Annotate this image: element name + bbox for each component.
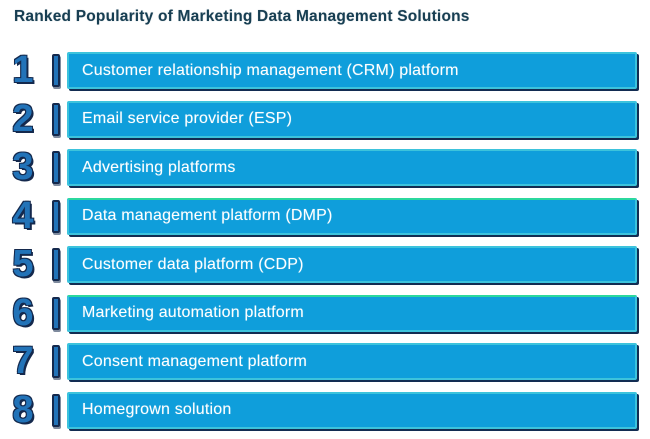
chart-title: Ranked Popularity of Marketing Data Mana… [14, 8, 470, 25]
rank-number: 5 [12, 243, 34, 285]
solution-label: Consent management platform [82, 352, 308, 370]
rank-row: 2 Email service provider (ESP) [0, 97, 650, 140]
rank-tick-bar [52, 393, 60, 427]
rank-number: 7 [12, 340, 34, 382]
solution-bar: Consent management platform [67, 343, 637, 380]
rank-number: 4 [12, 194, 34, 237]
rank-row: 6 Marketing automation platform [0, 291, 650, 334]
rank-row: 5 Customer data platform (CDP) [0, 243, 650, 285]
rank-row: 1 Customer relationship management (CRM)… [0, 49, 650, 91]
solution-bar: Data management platform (DMP) [67, 197, 637, 235]
rank-number: 1 [12, 49, 34, 91]
solution-bar: Homegrown solution [67, 391, 637, 429]
rank-number: 6 [12, 291, 34, 334]
rank-tick-bar [52, 199, 60, 233]
solution-bar: Marketing automation platform [67, 294, 637, 332]
rank-tick-bar [52, 102, 60, 136]
rank-row: 4 Data management platform (DMP) [0, 194, 650, 237]
ranked-rows-container: 1 Customer relationship management (CRM)… [0, 49, 650, 431]
rank-row: 8 Homegrown solution [0, 388, 650, 431]
rank-tick-bar [52, 345, 60, 378]
rank-tick-bar [52, 248, 60, 281]
solution-bar: Customer relationship management (CRM) p… [67, 52, 637, 89]
solution-label: Marketing automation platform [82, 304, 304, 321]
rank-tick-bar [52, 54, 60, 87]
solution-label: Customer relationship management (CRM) p… [82, 61, 459, 79]
rank-tick-bar [52, 296, 60, 330]
solution-label: Data management platform (DMP) [82, 207, 333, 224]
rank-number: 2 [12, 97, 34, 140]
solution-bar: Advertising platforms [67, 149, 637, 186]
solution-bar: Email service provider (ESP) [67, 100, 637, 138]
rank-row: 7 Consent management platform [0, 340, 650, 382]
solution-label: Email service provider (ESP) [82, 110, 293, 127]
solution-label: Advertising platforms [82, 158, 236, 176]
rank-number: 8 [12, 388, 34, 431]
solution-bar: Customer data platform (CDP) [67, 246, 637, 283]
rank-number: 3 [12, 146, 34, 188]
rank-tick-bar [52, 151, 60, 184]
rank-row: 3 Advertising platforms [0, 146, 650, 188]
solution-label: Homegrown solution [82, 401, 232, 418]
solution-label: Customer data platform (CDP) [82, 255, 304, 273]
